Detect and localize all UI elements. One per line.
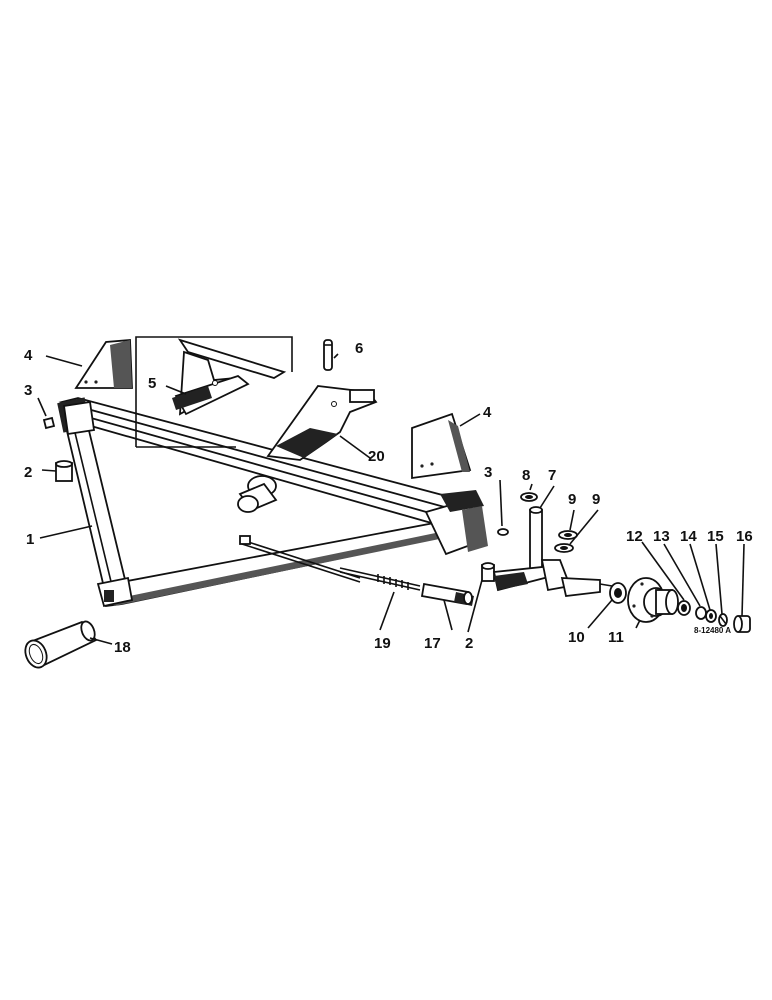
pin [323,339,333,371]
callout-17: 17 [424,635,441,652]
callout-9-a: 9 [568,491,576,508]
callout-14: 14 [680,528,697,545]
callout-6: 6 [355,340,363,357]
callout-5: 5 [148,375,156,392]
bracket-left [74,339,133,389]
nut-14 [705,609,717,623]
callout-11: 11 [608,629,624,646]
callout-12: 12 [626,528,643,545]
threaded-rod [339,567,421,591]
leader-lines [37,353,745,645]
mounting-plate [266,385,378,461]
callout-3-right: 3 [484,464,492,481]
clevis [420,582,474,606]
callout-10: 10 [568,629,585,646]
bracket-right [411,412,472,480]
callout-2-left: 2 [24,464,32,481]
bearing [609,582,627,604]
bushing-right [481,562,495,582]
washer-8 [520,492,538,502]
callout-labels: 4 3 2 1 5 6 20 4 3 8 7 9 9 12 13 14 15 1… [24,340,753,656]
callout-1: 1 [26,531,34,548]
cone-12 [677,600,691,616]
cotter-15 [718,613,728,627]
washer-13 [695,606,707,620]
bushing-left [55,460,73,482]
callout-18: 19 [374,635,391,652]
callout-20: 20 [368,448,385,465]
callout-19: 18 [114,639,131,656]
cap-16 [733,615,751,633]
inset-box [135,336,293,448]
hub [627,577,679,623]
callout-4-left: 4 [24,347,33,364]
callout-15: 15 [707,528,724,545]
callout-2-right: 2 [465,635,473,652]
callout-7: 7 [548,467,556,484]
nut-right [497,528,509,536]
tube-19 [24,620,98,669]
callout-13: 13 [653,528,670,545]
callout-3-left: 3 [24,382,32,399]
washers-9 [554,530,578,553]
drawing-reference-code: 8-12480 A [694,626,731,635]
callout-16: 16 [736,528,753,545]
callout-4-right: 4 [483,404,492,421]
callout-8: 8 [522,467,530,484]
nut-left [42,416,56,430]
callout-9-b: 9 [592,491,600,508]
spindle [492,506,613,597]
